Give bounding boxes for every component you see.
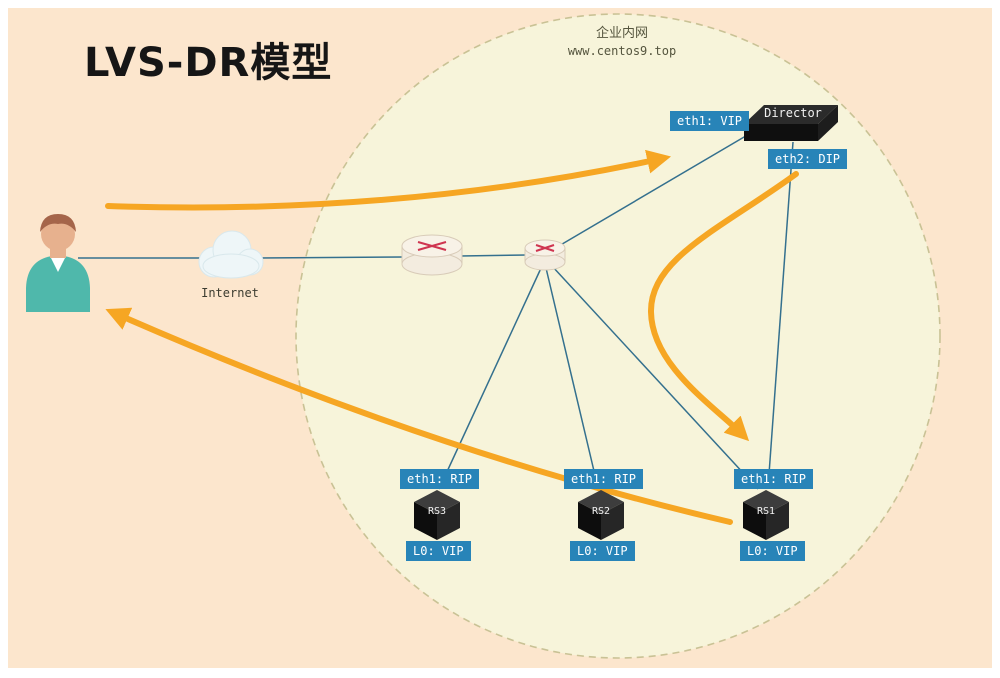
arrow-rs-to-client [105, 307, 733, 525]
director-eth2-dip-badge: eth2: DIP [768, 149, 848, 169]
link-cloud-router [257, 256, 405, 259]
user-icon [26, 214, 90, 312]
link-switch-rs3 [438, 265, 543, 490]
rs2-name: RS2 [591, 506, 611, 517]
rs3-server-icon [414, 490, 460, 540]
link-switch-rs1 [551, 265, 759, 490]
rs3-lo-vip-badge: L0: VIP [406, 541, 471, 561]
director-name: Director [764, 106, 822, 120]
rs1-eth1-rip-badge: eth1: RIP [734, 469, 814, 489]
router-icon [401, 234, 463, 276]
switch-icon [524, 239, 566, 271]
rs1-lo-vip-badge: L0: VIP [740, 541, 805, 561]
internet-cloud-icon [198, 230, 264, 279]
link-switch-director [551, 129, 757, 251]
connection-lines [78, 129, 794, 490]
link-director-rs1 [767, 141, 794, 489]
intranet-boundary-circle [295, 13, 941, 659]
arrow-director-to-rs1 [647, 171, 799, 442]
router-arrows [417, 241, 447, 251]
intranet-url: www.centos9.top [567, 44, 677, 58]
link-router-switch [459, 254, 528, 257]
switch-arrows [535, 244, 555, 252]
rs1-server-icon [743, 490, 789, 540]
rs2-server-icon [578, 490, 624, 540]
rs3-name: RS3 [427, 506, 447, 517]
rs1-name: RS1 [756, 506, 776, 517]
internet-label: Internet [201, 286, 259, 300]
link-switch-rs2 [545, 267, 599, 489]
intranet-label: 企业内网 [595, 26, 648, 41]
rs2-eth1-rip-badge: eth1: RIP [564, 469, 644, 489]
rs3-eth1-rip-badge: eth1: RIP [400, 469, 480, 489]
director-eth1-vip-badge: eth1: VIP [670, 111, 750, 131]
director-server-icon [744, 105, 838, 141]
page-title: LVS-DR模型 [84, 40, 333, 86]
traffic-arrows [105, 149, 799, 525]
arrow-client-to-director [105, 149, 672, 211]
rs2-lo-vip-badge: L0: VIP [570, 541, 635, 561]
